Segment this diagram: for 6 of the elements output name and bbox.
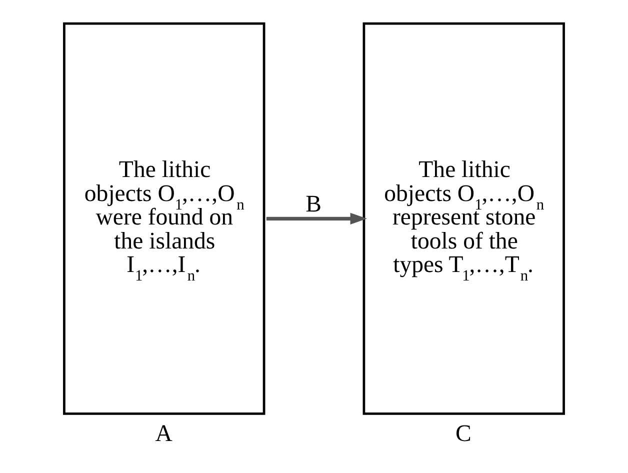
node-box: The lithic objects O$_{1}$,…,O$_{n}$ were found on the islands I$_{1}$,…,I$_{n}$. bbox=[63, 22, 266, 415]
node-label: A bbox=[155, 421, 172, 448]
node-label: C bbox=[456, 421, 472, 448]
edge-label: B bbox=[306, 192, 322, 218]
arrow bbox=[266, 212, 367, 224]
node-box: The lithic objects O$_{1}$,…,O$_{n}$ represent stone tools of the types T$_{1}$,…,T$_{n}$. bbox=[362, 22, 565, 415]
